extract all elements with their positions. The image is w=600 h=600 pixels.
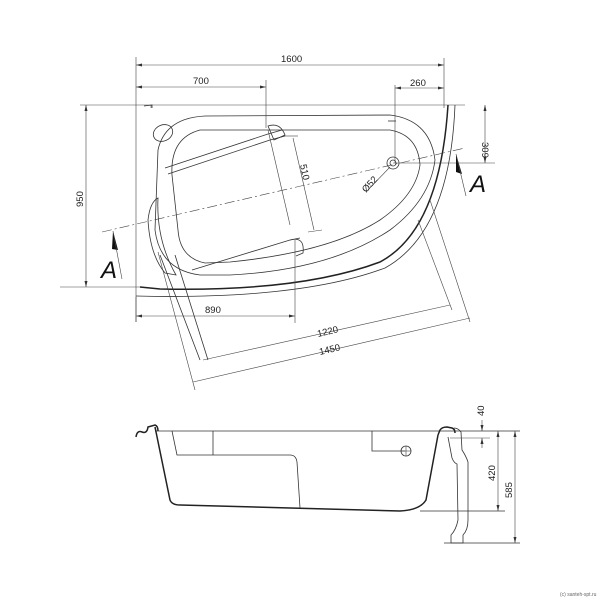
dim-inner-depth: 420: [487, 465, 498, 481]
top-view: 1600 700 260 309 950 510 Ø52: [60, 54, 495, 391]
dim-rim-thickness: 40: [476, 405, 487, 416]
armrest-top: [267, 124, 286, 141]
dim-diagonal-length: 1450: [318, 342, 341, 357]
center-axis: [101, 147, 466, 233]
dim-drain-from-wall: 309: [479, 142, 490, 158]
dim-drain-offset: 260: [410, 78, 426, 89]
tub-body: [154, 426, 439, 512]
section-mark-right: A: [468, 171, 486, 198]
side-view: 40 420 585: [135, 405, 520, 544]
section-mark-left: A: [99, 257, 117, 284]
dim-front-length: 890: [205, 305, 221, 316]
dim-inner-length: 1220: [316, 324, 339, 339]
dim-total-height: 585: [504, 482, 515, 498]
seat-profile: [171, 430, 301, 509]
dim-line-1450: [192, 317, 471, 383]
watermark: (c) santeh-spt.ru: [560, 592, 597, 598]
dim-seat-length: 700: [193, 76, 209, 87]
shell-outer-edge: [135, 104, 456, 297]
dim-line-510: [292, 137, 315, 231]
support-leg: [447, 427, 469, 544]
left-lip: [135, 424, 159, 438]
shell-front-edge: [139, 104, 449, 291]
rim-outline: [154, 114, 436, 276]
dim-overall-length: 1600: [281, 54, 302, 65]
section-arrow-right: [456, 154, 462, 174]
dim-seat-depth: 510: [297, 163, 311, 181]
headrest: [152, 124, 174, 142]
basin-outline: [171, 129, 421, 264]
dim-drain-diameter: Ø52: [360, 174, 380, 195]
armrest-bottom: [289, 238, 304, 257]
side-armrest: [147, 197, 177, 276]
dim-overall-width: 950: [75, 191, 86, 207]
right-lip: [437, 426, 456, 436]
dim-line-1220: [202, 304, 451, 361]
seat-back-line: [164, 129, 283, 169]
